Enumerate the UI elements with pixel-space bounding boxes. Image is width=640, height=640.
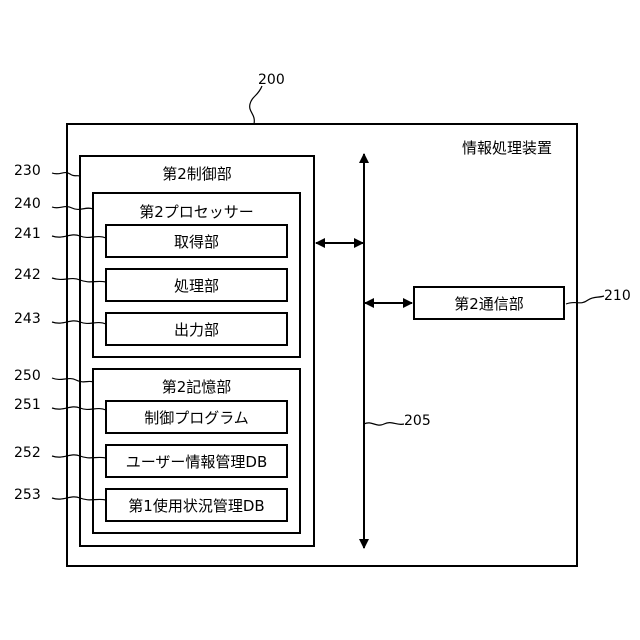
leader-210 [566, 296, 604, 304]
ref-210: 210 [604, 288, 631, 304]
leader-200 [250, 86, 262, 124]
leader-240 [52, 207, 93, 210]
ref-243: 243 [14, 311, 41, 327]
ref-230: 230 [14, 163, 41, 179]
ref-240: 240 [14, 196, 41, 212]
ref-241: 241 [14, 226, 41, 242]
leader-242 [52, 278, 106, 282]
ref-250: 250 [14, 368, 41, 384]
ref-253: 253 [14, 487, 41, 503]
ref-252: 252 [14, 445, 41, 461]
ref-200: 200 [258, 72, 285, 88]
leader-241 [52, 235, 106, 238]
ref-205: 205 [404, 413, 431, 429]
ref-242: 242 [14, 267, 41, 283]
leader-205 [364, 423, 404, 426]
leader-243 [52, 321, 106, 324]
leader-253 [52, 497, 106, 500]
ref-251: 251 [14, 397, 41, 413]
leader-251 [52, 407, 106, 410]
leader-252 [52, 455, 106, 458]
leader-250 [52, 378, 93, 382]
leader-230 [52, 173, 80, 176]
